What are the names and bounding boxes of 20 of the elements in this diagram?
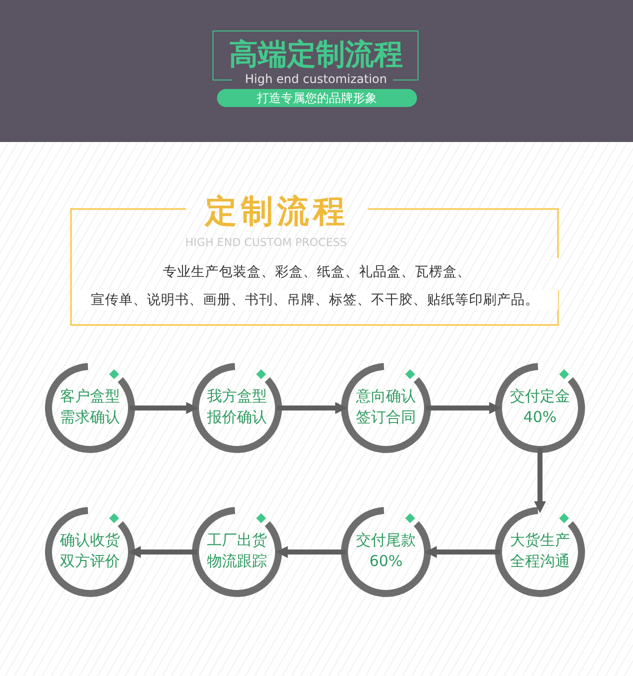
step-label: 确认收货双方评价 (59, 530, 121, 572)
slogan-pill: 打造专属您的品牌形象 (217, 89, 417, 107)
arrow (130, 402, 198, 414)
step-label: 我方盒型报价确认 (206, 386, 268, 428)
section-title: 定制流程 (204, 191, 350, 231)
arrow (534, 448, 546, 514)
description-text: 专业生产包装盒、彩盒、纸盒、礼品盒、瓦楞盒、 (162, 263, 472, 282)
step-label: 交付定金40% (509, 386, 571, 428)
step-label: 大货生产全程沟通 (509, 530, 571, 572)
arrow (128, 546, 197, 558)
step-label: 意向确认签订合同 (355, 386, 417, 428)
step-label: 交付尾款60% (355, 530, 417, 572)
description-text: 宣传单、说明书、画册、书刊、吊牌、标签、不干胶、贴纸等印刷产品。 (72, 290, 558, 310)
step-label: 工厂出货物流跟踪 (206, 530, 268, 572)
arrow (277, 402, 348, 414)
subtitle: High end customization (245, 72, 387, 86)
arrow (426, 402, 502, 414)
step-label: 客户盒型需求确认 (59, 386, 121, 428)
arrow (424, 546, 500, 558)
arrow (276, 546, 346, 558)
